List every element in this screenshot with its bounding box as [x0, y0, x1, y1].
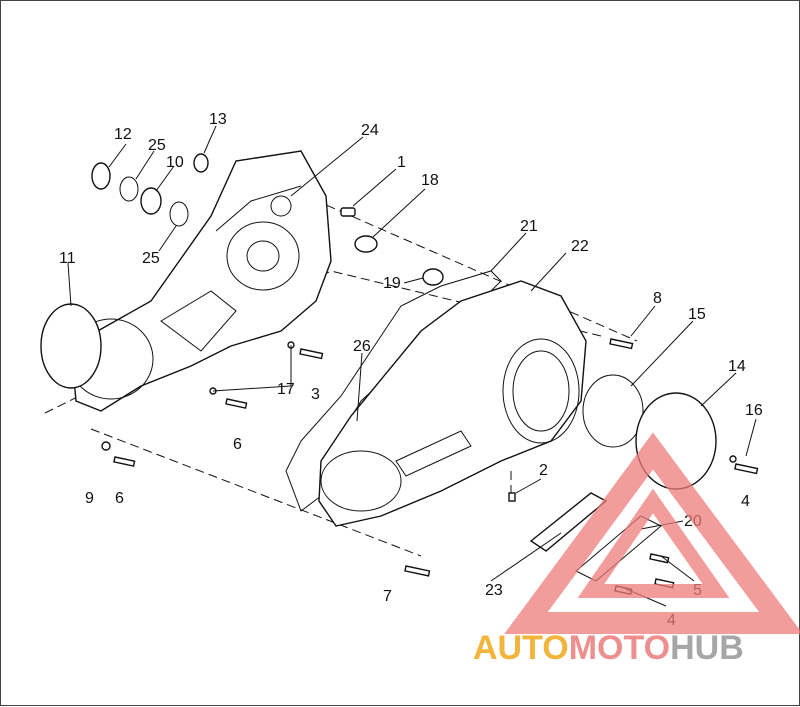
gasket-20 [575, 515, 662, 582]
bearing-stack [91, 153, 209, 227]
seal-18 [354, 235, 378, 253]
callout-22: 22 [571, 238, 589, 255]
watermark-auto: AUTO [473, 629, 569, 667]
outer-primary-cover [318, 280, 587, 527]
callout-24: 24 [361, 122, 379, 139]
callout-3: 3 [311, 386, 320, 403]
dowel-1 [340, 207, 356, 217]
callout-17: 17 [277, 381, 295, 398]
callout-10: 10 [166, 154, 184, 171]
screws [101, 338, 759, 596]
watermark-triangle [504, 432, 800, 634]
callout-25-bottom: 25 [142, 250, 160, 267]
callout-1: 1 [397, 154, 406, 171]
callout-labels: 1 2 3 4 4 5 6 6 7 8 9 10 11 12 13 14 15 … [59, 111, 763, 629]
spacer-19 [422, 268, 444, 286]
callout-25-top: 25 [148, 137, 166, 154]
callout-15: 15 [688, 306, 706, 323]
callout-26: 26 [353, 338, 371, 355]
callout-4-right: 4 [741, 493, 750, 510]
callout-9: 9 [85, 490, 94, 507]
callout-7: 7 [383, 588, 392, 605]
watermark-logo-text: AUTOMOTOHUB [473, 629, 744, 667]
callout-23: 23 [485, 582, 503, 599]
gasket-11 [40, 303, 102, 389]
leader-lines [67, 125, 757, 607]
callout-16: 16 [745, 402, 763, 419]
callout-6-mid: 6 [233, 436, 242, 453]
callout-11: 11 [59, 250, 76, 267]
callout-2: 2 [539, 462, 548, 479]
callout-6-left: 6 [115, 490, 124, 507]
callout-21: 21 [520, 218, 538, 235]
callout-8: 8 [653, 290, 662, 307]
callout-18: 18 [421, 172, 439, 189]
gasket-15 [582, 374, 644, 448]
watermark-hub: HUB [670, 629, 744, 667]
callout-19: 19 [383, 275, 401, 292]
callout-13: 13 [209, 111, 227, 128]
inner-primary-housing [68, 150, 332, 412]
callout-12: 12 [114, 126, 132, 143]
watermark-moto: MOTO [569, 629, 670, 667]
callout-14: 14 [728, 358, 746, 375]
